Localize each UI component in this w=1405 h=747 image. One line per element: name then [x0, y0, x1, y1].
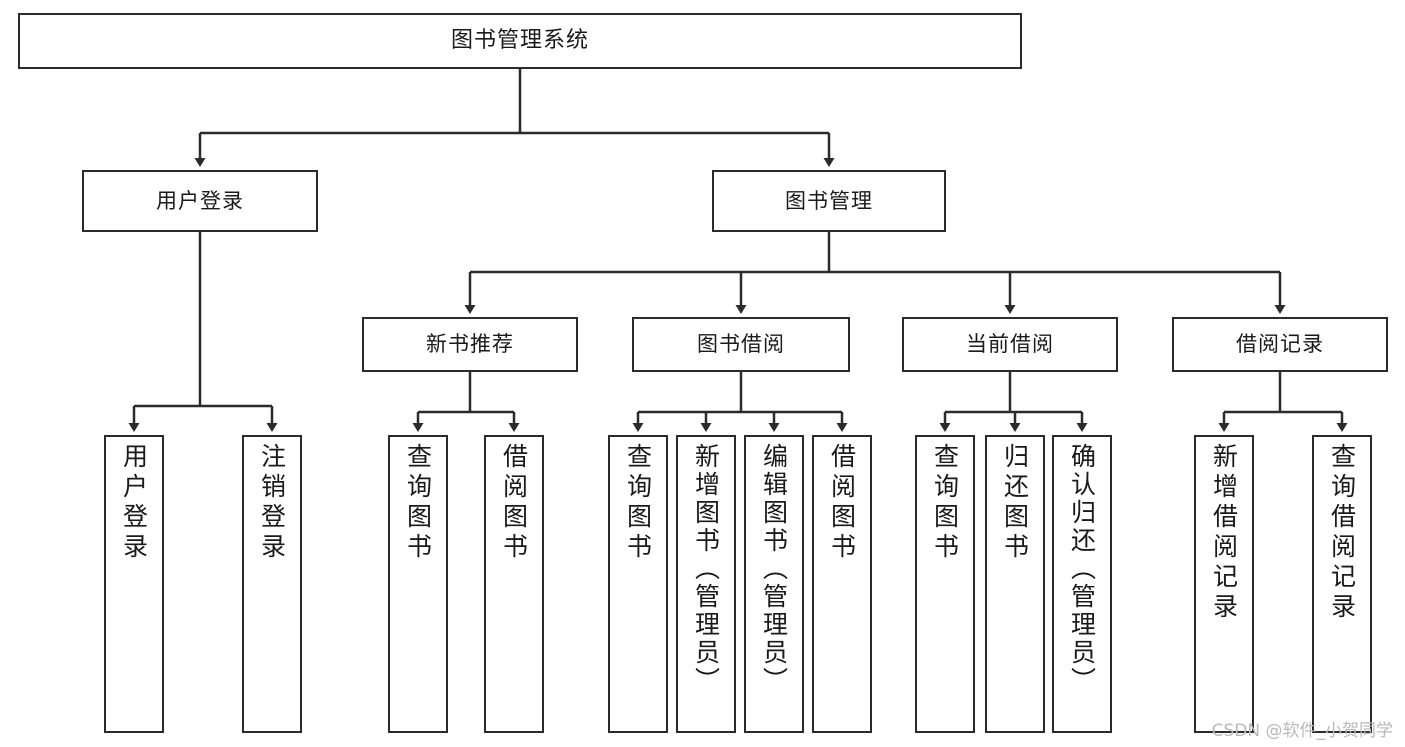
node-label: 用户登录 [156, 188, 244, 213]
node-label: 用户登录 [119, 443, 149, 563]
node-label: 图书管理系统 [450, 28, 589, 54]
node-current-borrow[interactable]: 当前借阅 [902, 317, 1118, 372]
node-user-login[interactable]: 用户登录 [82, 170, 318, 232]
node-leaf-borrow-book-bor[interactable]: 借阅图书 [812, 435, 872, 733]
node-book-borrow[interactable]: 图书借阅 [632, 317, 850, 372]
node-label: 查询图书 [623, 443, 653, 563]
node-label: 归还图书 [1000, 443, 1030, 563]
node-borrow-record[interactable]: 借阅记录 [1172, 317, 1388, 372]
node-book-manage[interactable]: 图书管理 [712, 170, 946, 232]
node-root[interactable]: 图书管理系统 [18, 13, 1022, 69]
node-label: 编辑图书（管理员） [759, 443, 789, 695]
node-leaf-logout[interactable]: 注销登录 [242, 435, 302, 733]
node-leaf-borrow-book-rec[interactable]: 借阅图书 [484, 435, 544, 733]
node-label: 查询借阅记录 [1327, 443, 1357, 623]
node-label: 借阅图书 [499, 443, 529, 563]
node-label: 新书推荐 [426, 332, 514, 357]
node-leaf-query-record[interactable]: 查询借阅记录 [1312, 435, 1372, 733]
node-leaf-add-record[interactable]: 新增借阅记录 [1194, 435, 1254, 733]
node-label: 查询图书 [403, 443, 433, 563]
node-leaf-user-login[interactable]: 用户登录 [104, 435, 164, 733]
watermark-text: CSDN @软件_小贺同学 [1211, 721, 1393, 741]
node-leaf-add-book[interactable]: 新增图书（管理员） [676, 435, 736, 733]
node-label: 确认归还（管理员） [1067, 443, 1097, 695]
node-label: 借阅记录 [1236, 332, 1324, 357]
node-label: 图书借阅 [697, 332, 785, 357]
node-label: 新增借阅记录 [1209, 443, 1239, 623]
node-leaf-return-book[interactable]: 归还图书 [985, 435, 1045, 733]
node-leaf-query-book-bor[interactable]: 查询图书 [608, 435, 668, 733]
node-leaf-query-book-rec[interactable]: 查询图书 [388, 435, 448, 733]
node-label: 当前借阅 [966, 332, 1054, 357]
node-label: 注销登录 [257, 443, 287, 563]
node-leaf-confirm-return[interactable]: 确认归还（管理员） [1052, 435, 1112, 733]
node-label: 借阅图书 [827, 443, 857, 563]
node-leaf-edit-book[interactable]: 编辑图书（管理员） [744, 435, 804, 733]
node-label: 新增图书（管理员） [691, 443, 721, 695]
node-leaf-query-book-cur[interactable]: 查询图书 [915, 435, 975, 733]
node-new-book-rec[interactable]: 新书推荐 [362, 317, 578, 372]
node-label: 图书管理 [785, 188, 873, 213]
node-label: 查询图书 [930, 443, 960, 563]
